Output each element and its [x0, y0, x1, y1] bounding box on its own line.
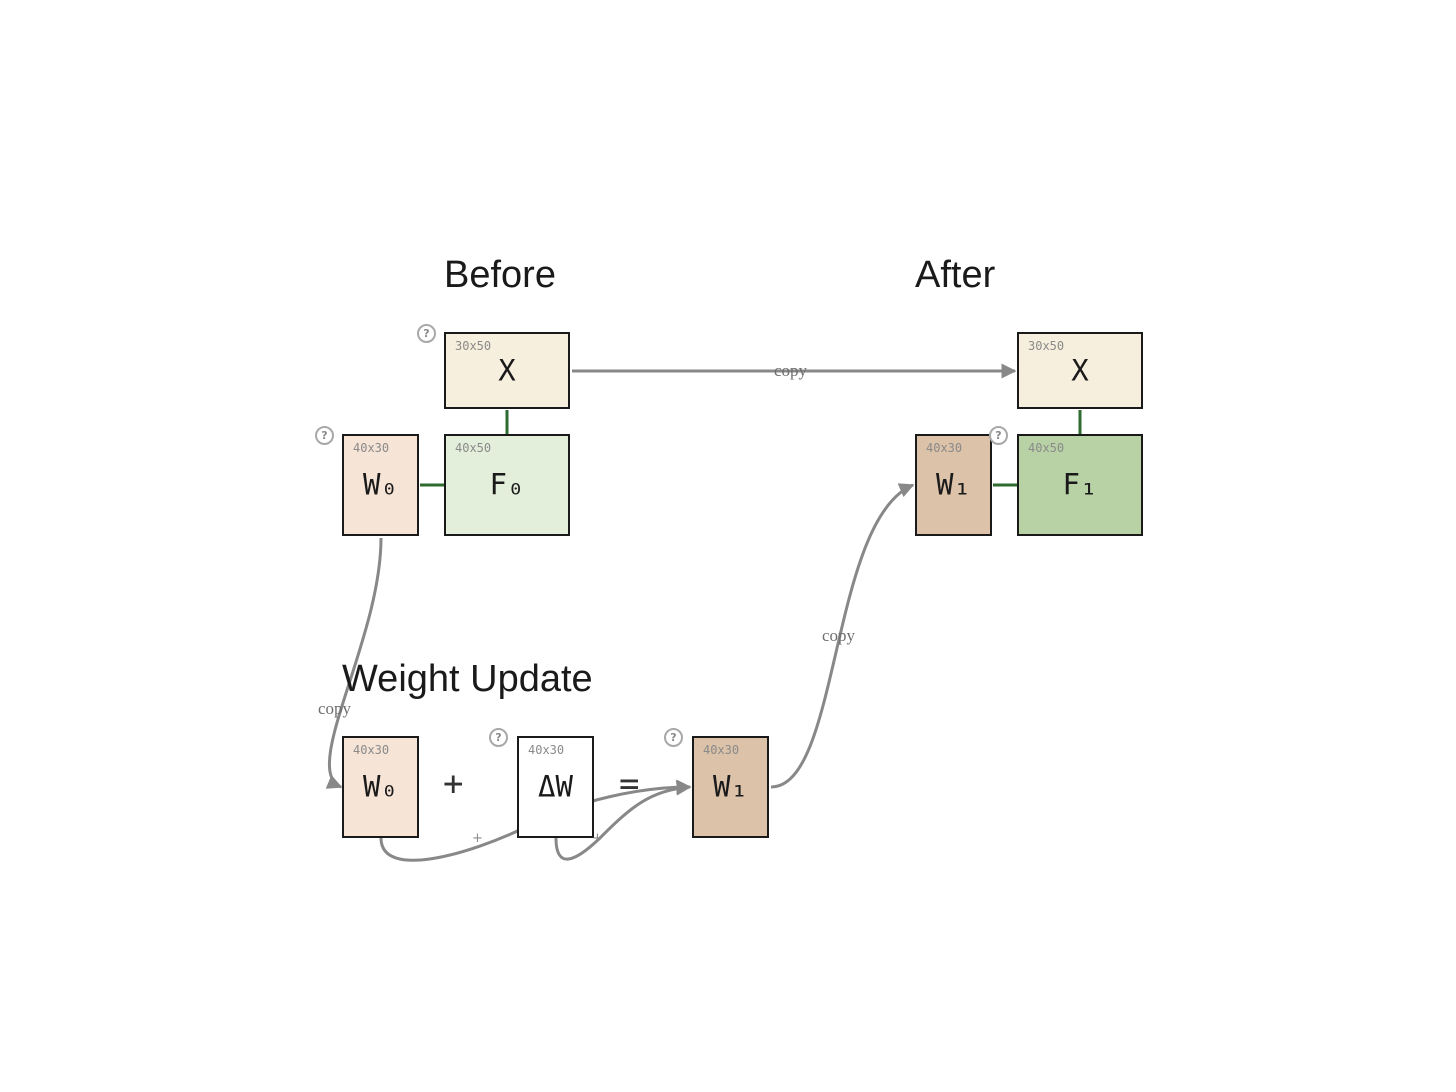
arrow-copy-w0	[325, 537, 383, 789]
matrix-label: W₁	[936, 467, 971, 502]
matrix-update-dw[interactable]: 40x30 ΔW	[517, 736, 594, 838]
matrix-update-w1[interactable]: 40x30 W₁	[692, 736, 769, 838]
matrix-label: F₀	[489, 467, 525, 502]
matrix-after-w1[interactable]: 40x30 W₁	[915, 434, 992, 536]
matrix-dims: 40x30	[926, 441, 963, 455]
matrix-before-x[interactable]: 30x50 X	[444, 332, 570, 409]
edge-label-copy-w0: copy	[318, 699, 352, 718]
arrow-copy-w1	[770, 483, 915, 789]
matrix-dims: 40x50	[1028, 441, 1065, 455]
matrix-label: W₀	[363, 467, 398, 502]
matrix-dims: 40x30	[703, 743, 740, 757]
edge-label-copy-w1: copy	[822, 626, 856, 645]
matrix-dims: 30x50	[1028, 339, 1065, 353]
matrix-label: F₁	[1062, 467, 1098, 502]
matrix-label: X	[1071, 353, 1089, 387]
edge-label-plus-b: +	[592, 831, 603, 846]
edge-label-plus-a: +	[472, 831, 483, 846]
matrix-before-f0[interactable]: 40x50 F₀	[444, 434, 570, 536]
matrix-after-x[interactable]: 30x50 X	[1017, 332, 1143, 409]
edge-label-copy-x: copy	[774, 361, 808, 380]
equals-operator: =	[619, 764, 640, 804]
matrix-dims: 40x50	[455, 441, 492, 455]
section-title-weight-update: Weight Update	[342, 658, 593, 700]
matrix-dims: 30x50	[455, 339, 492, 353]
question-circle-icon[interactable]: ?	[417, 324, 436, 343]
arrow-add-dw	[554, 780, 692, 861]
matrix-dims: 40x30	[353, 441, 390, 455]
matrix-update-w0[interactable]: 40x30 W₀	[342, 736, 419, 838]
question-circle-icon[interactable]: ?	[989, 426, 1008, 445]
matrix-label: ΔW	[538, 769, 573, 804]
question-circle-icon[interactable]: ?	[664, 728, 683, 747]
question-circle-icon[interactable]: ?	[489, 728, 508, 747]
section-title-after: After	[915, 254, 996, 296]
matrix-dims: 40x30	[353, 743, 390, 757]
section-title-before: Before	[444, 254, 556, 296]
plus-operator: +	[443, 764, 464, 804]
matrix-before-w0[interactable]: 40x30 W₀	[342, 434, 419, 536]
question-circle-icon[interactable]: ?	[315, 426, 334, 445]
matrix-dims: 40x30	[528, 743, 565, 757]
matrix-label: W₁	[713, 769, 748, 804]
matrix-label: X	[498, 353, 516, 387]
matrix-label: W₀	[363, 769, 398, 804]
matrix-after-f1[interactable]: 40x50 F₁	[1017, 434, 1143, 536]
